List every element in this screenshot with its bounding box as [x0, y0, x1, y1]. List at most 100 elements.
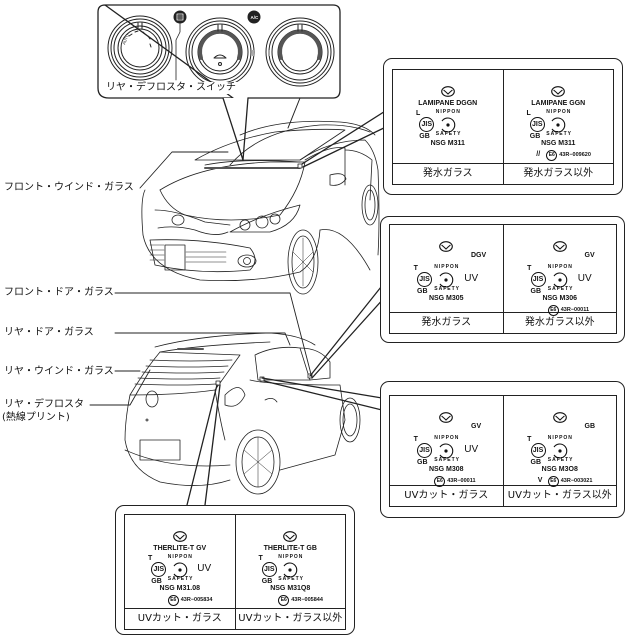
rear-defroster-sublabel: (熱線プリント) — [2, 412, 70, 423]
nippon-text: NIPPON — [546, 109, 572, 115]
glass-type-caption: UVカット・ガラス — [125, 609, 236, 629]
front-windshield-label: フロント・ウインド・ガラス — [4, 182, 134, 193]
rear-defroster-button-icon — [173, 10, 187, 81]
jis-mark-icon: JIS — [530, 443, 546, 458]
nsg-model-code: NSG M3O8 — [541, 466, 578, 473]
nsg-model-code: NSG M308 — [428, 466, 464, 473]
mazda-logo-icon — [551, 82, 566, 97]
nippon-safety-mark-icon — [428, 265, 464, 295]
gb-mark: GB — [530, 288, 542, 295]
ece-approval-code: 43R−00011 — [560, 307, 590, 313]
marking-prefix: // — [536, 151, 541, 158]
glass-grade: DGV — [471, 252, 487, 259]
jis-mark-icon: JIS — [151, 562, 167, 577]
svg-text:AUTO: AUTO — [121, 33, 129, 45]
nippon-safety-mark-icon — [428, 436, 464, 466]
jis-mark-icon: JIS — [530, 272, 546, 287]
nsg-model-code: NSG M31Q8 — [270, 585, 311, 592]
gb-mark: GB — [151, 578, 162, 585]
ece-mark-icon: E6 — [167, 595, 179, 606]
glass-type-letter: T — [413, 436, 418, 443]
glass-brand: THERLITE-T GV — [153, 545, 207, 552]
safety-text: SAFETY — [434, 286, 460, 292]
glass-type-letter: T — [258, 555, 263, 562]
caption-row: 発水ガラス発水ガラス以外 — [390, 312, 616, 333]
nsg-model-code: NSG M31.08 — [159, 585, 200, 592]
glass-type-caption: 発水ガラス — [393, 164, 504, 184]
mazda-logo-icon — [283, 527, 298, 542]
gb-mark: GB — [419, 133, 430, 140]
nippon-safety-mark-icon — [542, 265, 578, 295]
uv-mark: UV — [577, 273, 592, 284]
mazda-logo-icon — [440, 82, 455, 97]
nsg-model-code: NSG M311 — [541, 140, 576, 147]
glass-grade: GB — [584, 423, 596, 430]
glass-brand: THERLITE-T GB — [263, 545, 317, 552]
glass-type-letter: T — [527, 265, 532, 272]
glass-type-letter: L — [526, 110, 531, 117]
jis-mark-icon: JIS — [419, 117, 435, 132]
mode-knob-icon — [185, 17, 255, 87]
uv-mark: UV — [464, 273, 479, 284]
safety-text: SAFETY — [547, 286, 574, 292]
gb-mark: GB — [261, 578, 273, 585]
glass-type-letter: T — [147, 555, 153, 562]
safety-text: SAFETY — [167, 576, 194, 582]
ece-mark-icon: E6 — [434, 476, 446, 487]
nippon-safety-mark-icon — [540, 110, 576, 140]
ece-mark-icon: E6 — [547, 476, 559, 487]
glass-type-caption: UVカット・ガラス — [390, 486, 504, 506]
nippon-safety-mark-icon — [162, 555, 198, 585]
jis-mark-icon: JIS — [417, 272, 432, 287]
gb-mark: GB — [530, 459, 542, 466]
rear-defroster-switch-label: リヤ・デフロスタ・スイッチ — [106, 82, 238, 94]
glass-type-caption: 発水ガラス — [390, 313, 504, 333]
nippon-text: NIPPON — [434, 264, 460, 270]
safety-text: SAFETY — [546, 131, 572, 137]
glass-type-caption: UVカット・ガラス以外 — [507, 490, 612, 501]
svg-text:A/C: A/C — [251, 15, 260, 20]
nippon-text: NIPPON — [547, 264, 573, 270]
nippon-text: NIPPON — [278, 554, 304, 560]
glass-brand: LAMIPANE GGN — [531, 100, 586, 107]
gb-mark: GB — [417, 288, 428, 295]
safety-text: SAFETY — [434, 457, 460, 463]
uv-mark: UV — [197, 563, 212, 574]
glass-type-letter: T — [413, 265, 418, 272]
safety-text: SAFETY — [547, 457, 574, 463]
nippon-safety-mark-icon — [272, 555, 308, 585]
ece-approval-code: 43R−00011 — [447, 478, 476, 484]
mazda-logo-icon — [552, 237, 567, 252]
nippon-text: NIPPON — [547, 435, 573, 441]
nippon-safety-mark-icon — [542, 436, 578, 466]
ece-approval-code: 43R−005844 — [291, 597, 323, 603]
gb-mark: GB — [529, 133, 541, 140]
glass-type-letter: L — [415, 110, 421, 117]
ece-mark-icon: E6 — [278, 595, 290, 606]
glass-type-caption: 発水ガラス以外 — [523, 168, 594, 179]
temperature-knob-icon — [265, 17, 335, 87]
rear-defroster-label: リヤ・デフロスタ — [4, 399, 84, 410]
mazda-logo-icon — [552, 408, 567, 423]
nippon-text: NIPPON — [434, 435, 460, 441]
front-door-glass-label: フロント・ドア・ガラス — [4, 287, 114, 298]
nsg-model-code: NSG M305 — [428, 295, 464, 302]
